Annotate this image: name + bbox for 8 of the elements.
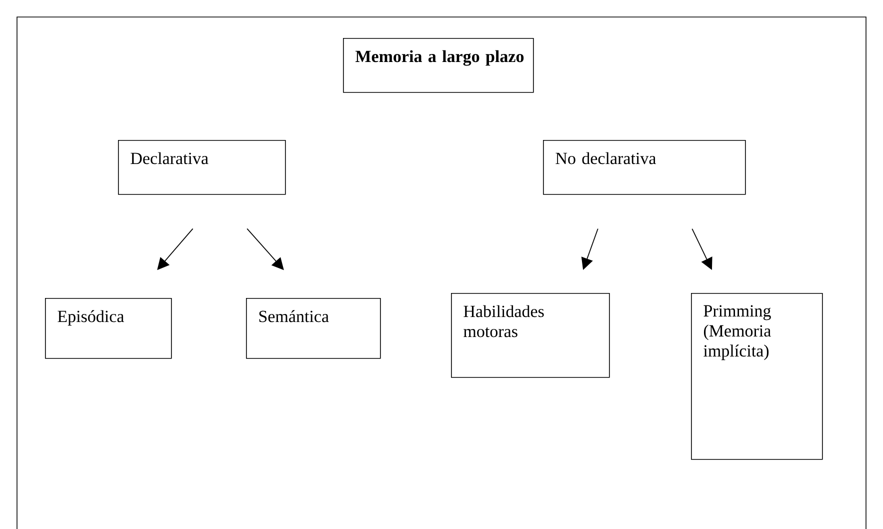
category-box: No declarativa: [543, 140, 746, 195]
memory-type-box: Episódica: [45, 298, 172, 359]
memory-type-box: Semántica: [246, 298, 381, 359]
title-box: Memoria a largo plazo: [343, 38, 534, 93]
memory-type-box: Habilidades motoras: [451, 292, 610, 378]
category-box: Declarativa: [118, 140, 286, 195]
arrow: [692, 228, 712, 270]
memory-type-box: Primming (Memoria implícita): [691, 292, 823, 460]
